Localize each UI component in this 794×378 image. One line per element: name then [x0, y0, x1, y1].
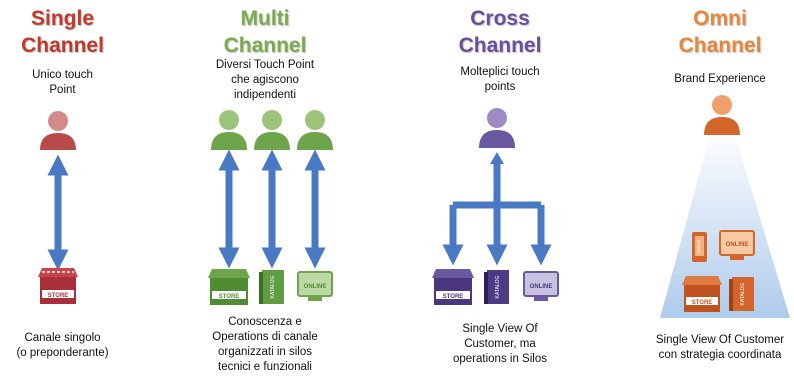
column-multi-channel: Multi Channel Diversi Touch Point che ag… [195, 0, 335, 378]
single-title-line1: Single [30, 7, 94, 30]
omni-online-label: ONLINE [726, 242, 749, 248]
single-description-line: (o preponderante) [16, 347, 109, 359]
cross-description-line: Single View Of [462, 323, 538, 335]
omni-online-icon: ONLINE [719, 230, 755, 260]
omni-person-icon [704, 95, 740, 135]
omni-mobile-icon: MOBILE [692, 232, 707, 262]
multi-online-label: ONLINE [304, 284, 327, 290]
omni-experience-beam [660, 128, 790, 318]
multi-subtitle-line: che agiscono [231, 74, 299, 86]
person-icon [297, 110, 333, 150]
omni-description-line: Single View Of Customer [655, 334, 785, 346]
cross-subtitle-line: points [484, 81, 516, 93]
cross-subtitle-line: Molteplici touch [460, 66, 540, 78]
omni-subtitle-line: Brand Experience [674, 73, 766, 85]
multi-catalog-label: KATALOG [270, 275, 276, 298]
person-icon [211, 110, 247, 150]
cross-online-icon: ONLINE [523, 271, 559, 301]
single-description: Canale singolo (o preponderante) [0, 331, 125, 361]
cross-description: Single View Of Customer, ma operations i… [425, 322, 575, 367]
cross-title-line1: Cross [470, 7, 530, 30]
omni-store-icon: STORE [682, 276, 722, 312]
multi-title-line1: Multi [240, 7, 290, 30]
cross-store-icon: STORE [432, 269, 474, 305]
multi-description-line: organizzati in silos [218, 346, 312, 358]
cross-online-label: ONLINE [530, 284, 553, 290]
single-person-icon [38, 111, 78, 153]
cross-subtitle: Molteplici touch points [425, 65, 575, 95]
single-store-label: STORE [48, 293, 69, 299]
cross-description-line: Customer, ma [464, 338, 536, 350]
omni-description-line: con strategia coordinata [658, 349, 782, 361]
multi-store-label: STORE [219, 294, 240, 300]
multi-title-line2: Channel [223, 34, 307, 57]
single-store-icon: STORE [38, 268, 78, 304]
omni-catalog-label: KATALOG [740, 282, 746, 305]
single-description-line: Canale singolo [24, 332, 101, 344]
multi-description: Conoscenza e Operations di canale organi… [195, 315, 335, 375]
multi-person-icons [211, 110, 333, 150]
multi-catalog-icon: KATALOG [259, 270, 284, 304]
omni-mobile-label: MOBILE [696, 239, 701, 254]
column-omni-channel: Omni Channel Brand Experience Single Vie… [640, 0, 794, 378]
multi-description-line: Operations di canale [212, 331, 318, 343]
cross-store-label: STORE [443, 294, 464, 300]
single-subtitle: Unico touch Point [0, 68, 125, 98]
multi-subtitle: Diversi Touch Point che agiscono indipen… [195, 58, 335, 103]
cross-branching-arrows [442, 162, 552, 266]
omni-catalog-icon: KATALOG [729, 277, 754, 311]
multi-online-icon: ONLINE [297, 271, 333, 301]
multi-subtitle-line: indipendenti [233, 89, 297, 101]
cross-person-icon [479, 108, 515, 148]
multi-store-icon: STORE [208, 269, 250, 305]
cross-catalog-label: KATALOG [495, 275, 501, 298]
cross-arrow-head-top [490, 152, 504, 164]
multi-description-line: Conoscenza e [228, 316, 302, 328]
single-subtitle-line: Point [49, 84, 76, 96]
omni-title-line1: Omni [693, 7, 747, 30]
omni-title-line2: Channel [678, 34, 762, 57]
person-icon [254, 110, 290, 150]
omni-description: Single View Of Customer con strategia co… [640, 333, 794, 363]
column-single-channel: Single Channel Unico touch Point Canale … [0, 0, 125, 378]
cross-description-line: operations in Silos [453, 353, 547, 365]
cross-title-line2: Channel [458, 34, 542, 57]
column-cross-channel: Cross Channel Molteplici touch points Si… [425, 0, 575, 378]
omni-subtitle: Brand Experience [640, 72, 794, 87]
multi-description-line: tecnici e funzionali [218, 361, 312, 373]
single-subtitle-line: Unico touch [32, 69, 93, 81]
multi-subtitle-line: Diversi Touch Point [215, 59, 315, 71]
omni-store-label: STORE [692, 300, 713, 306]
single-title-line2: Channel [21, 34, 104, 57]
cross-catalog-icon: KATALOG [484, 270, 509, 304]
